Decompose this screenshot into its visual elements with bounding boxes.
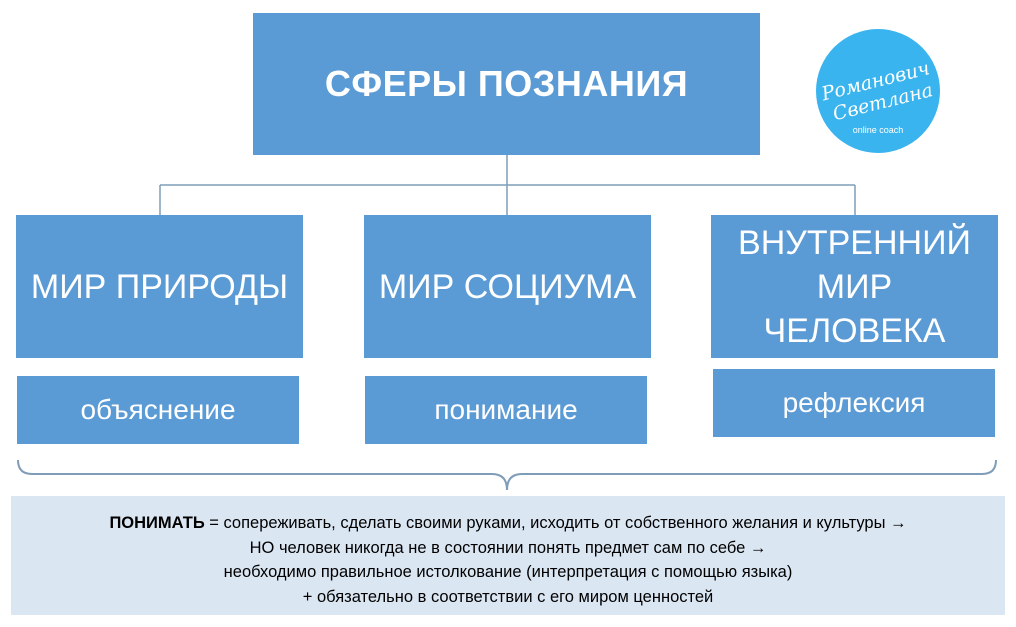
brand-logo: Романович Светлана online coach [816, 29, 940, 153]
diagram-title: СФЕРЫ ПОЗНАНИЯ [324, 63, 689, 104]
brace [17, 459, 997, 491]
sphere-label: ВНУТРЕННИЙ МИР ЧЕЛОВЕКА [738, 223, 971, 350]
note-line-3: необходимо правильное истолкование (инте… [223, 563, 793, 581]
title-box: СФЕРЫ ПОЗНАНИЯ [253, 13, 760, 155]
method-label: объяснение [80, 394, 236, 425]
sphere-box-society: МИР СОЦИУМА [364, 215, 651, 358]
sphere-label: МИР СОЦИУМА [378, 267, 637, 306]
method-label: рефлексия [782, 387, 926, 418]
note-line-4: + обязательно в соответствии с его миром… [302, 587, 714, 606]
logo-caption: online coach [852, 125, 904, 135]
sphere-box-nature: МИР ПРИРОДЫ [16, 215, 303, 358]
note-line-2: НО человек никогда не в состоянии понять… [249, 538, 767, 557]
method-box-understanding: понимание [365, 376, 647, 444]
logo-lettering: Романович Светлана [818, 57, 935, 125]
note-line-1-text: = сопереживать, сделать своими руками, и… [204, 514, 907, 532]
sphere-box-inner-world: ВНУТРЕННИЙ МИР ЧЕЛОВЕКА [711, 215, 998, 358]
method-box-reflection: рефлексия [713, 369, 995, 437]
sphere-label: МИР ПРИРОДЫ [30, 267, 289, 306]
method-box-explanation: объяснение [17, 376, 299, 444]
method-label: понимание [434, 394, 578, 425]
definition-note: ПОНИМАТЬ = сопереживать, сделать своими … [11, 496, 1005, 615]
note-line-1: ПОНИМАТЬ = сопереживать, сделать своими … [11, 511, 1005, 536]
note-term: ПОНИМАТЬ [109, 514, 205, 532]
